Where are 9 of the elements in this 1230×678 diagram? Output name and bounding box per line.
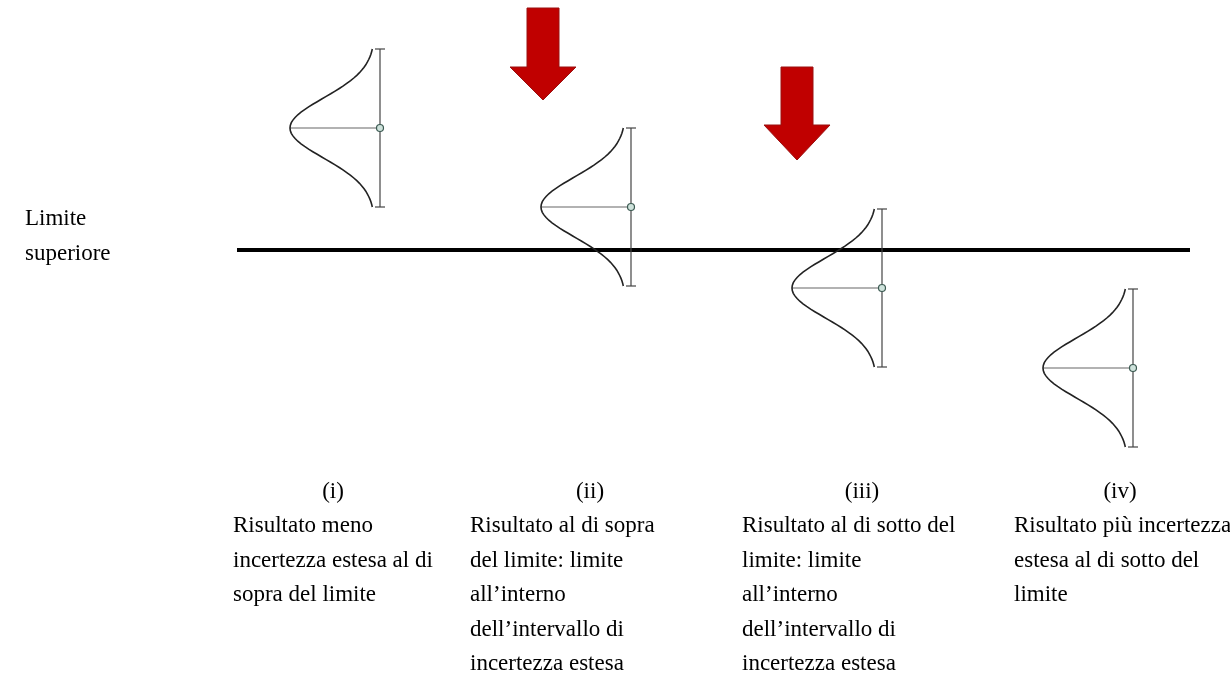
case-description: Risultato più incertezza estesa al di sotto del limite	[1014, 511, 1230, 608]
case-description: Risultato meno incertezza estesa al di sopra del limite	[233, 511, 434, 608]
case-number: (ii)	[574, 477, 606, 505]
case-number: (iv)	[1102, 477, 1138, 505]
case-number: (i)	[321, 477, 345, 505]
case-description: Risultato al di sotto del limite: limite all’interno dell’intervallo di incertezza estesa	[742, 511, 957, 677]
case-description: Risultato al di sopra del limite: limite all’interno dell’intervallo di incertezza estesa	[470, 511, 656, 677]
case-number: (iii)	[843, 477, 881, 505]
limit-label: Limite superiore	[25, 204, 112, 267]
